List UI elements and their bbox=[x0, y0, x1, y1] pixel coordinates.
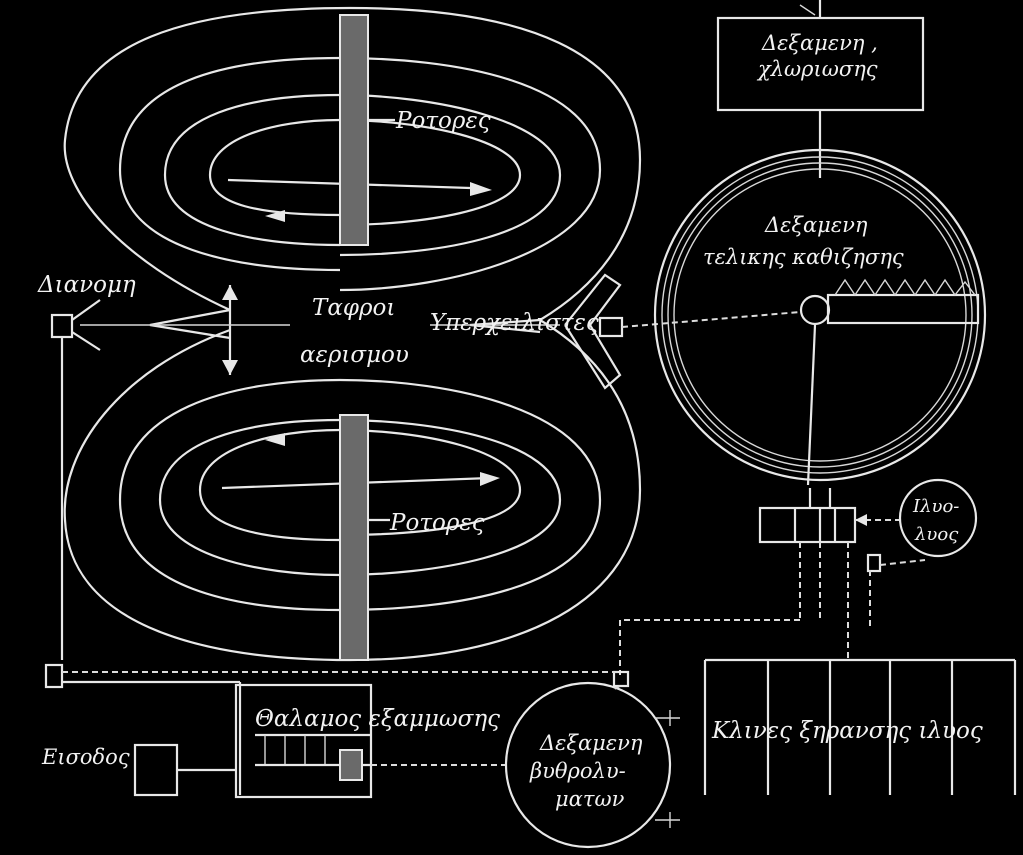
top-loop-channels bbox=[118, 56, 602, 292]
chlorination-tank-label-1: Δεξαμενη , bbox=[761, 31, 878, 55]
distribution-valve bbox=[50, 299, 101, 660]
aeration-ditches-label-1: Ταφροι bbox=[312, 295, 395, 321]
sludge-tank bbox=[504, 681, 680, 849]
final-settling-tank bbox=[653, 148, 987, 486]
ditch-junction bbox=[80, 285, 560, 375]
overflow-weirs-label: Υπερχειλιστες bbox=[430, 310, 599, 336]
sludge-tank-label-2: βυθρολυ- bbox=[529, 759, 626, 783]
inflow-label: Εισοδος bbox=[41, 745, 130, 769]
grit-chamber-label: Θαλαμος εξαμμωσης bbox=[255, 706, 500, 732]
overflow-weirs-assembly bbox=[564, 273, 801, 390]
bottom-loop-channels bbox=[118, 378, 602, 612]
sludge-drying-beds-label: Κλινες ξηρανσης ιλυος bbox=[711, 718, 983, 744]
distribution-label: Διανομη bbox=[37, 272, 136, 298]
final-settling-tank-label-2: τελικης καθιζησης bbox=[703, 245, 904, 269]
rotor-bottom bbox=[339, 414, 369, 661]
sludge-digester bbox=[898, 478, 978, 558]
sludge-pump-block bbox=[612, 488, 926, 688]
sludge-tank-label-1: Δεξαμενη bbox=[539, 731, 643, 755]
sludge-tank-label-3: ματων bbox=[555, 787, 625, 811]
aeration-ditches-label-2: αερισμου bbox=[300, 342, 409, 368]
rotors-bottom-label: Ροτορες bbox=[389, 510, 485, 536]
rotor-top bbox=[339, 14, 369, 246]
inflow-box bbox=[133, 743, 236, 797]
sludge-label-1: Ιλυο- bbox=[912, 496, 959, 517]
rotors-top-label: Ροτορες bbox=[395, 108, 491, 134]
sludge-label-2: λυος bbox=[914, 524, 959, 545]
bottom-pipeline bbox=[44, 663, 620, 795]
chlorination-tank-label-2: χλωριωσης bbox=[756, 57, 878, 81]
final-settling-tank-label-1: Δεξαμενη bbox=[764, 213, 868, 237]
chlorination-tank bbox=[716, 0, 925, 178]
sludge-drying-beds bbox=[703, 658, 1017, 795]
grit-chamber bbox=[234, 683, 505, 799]
